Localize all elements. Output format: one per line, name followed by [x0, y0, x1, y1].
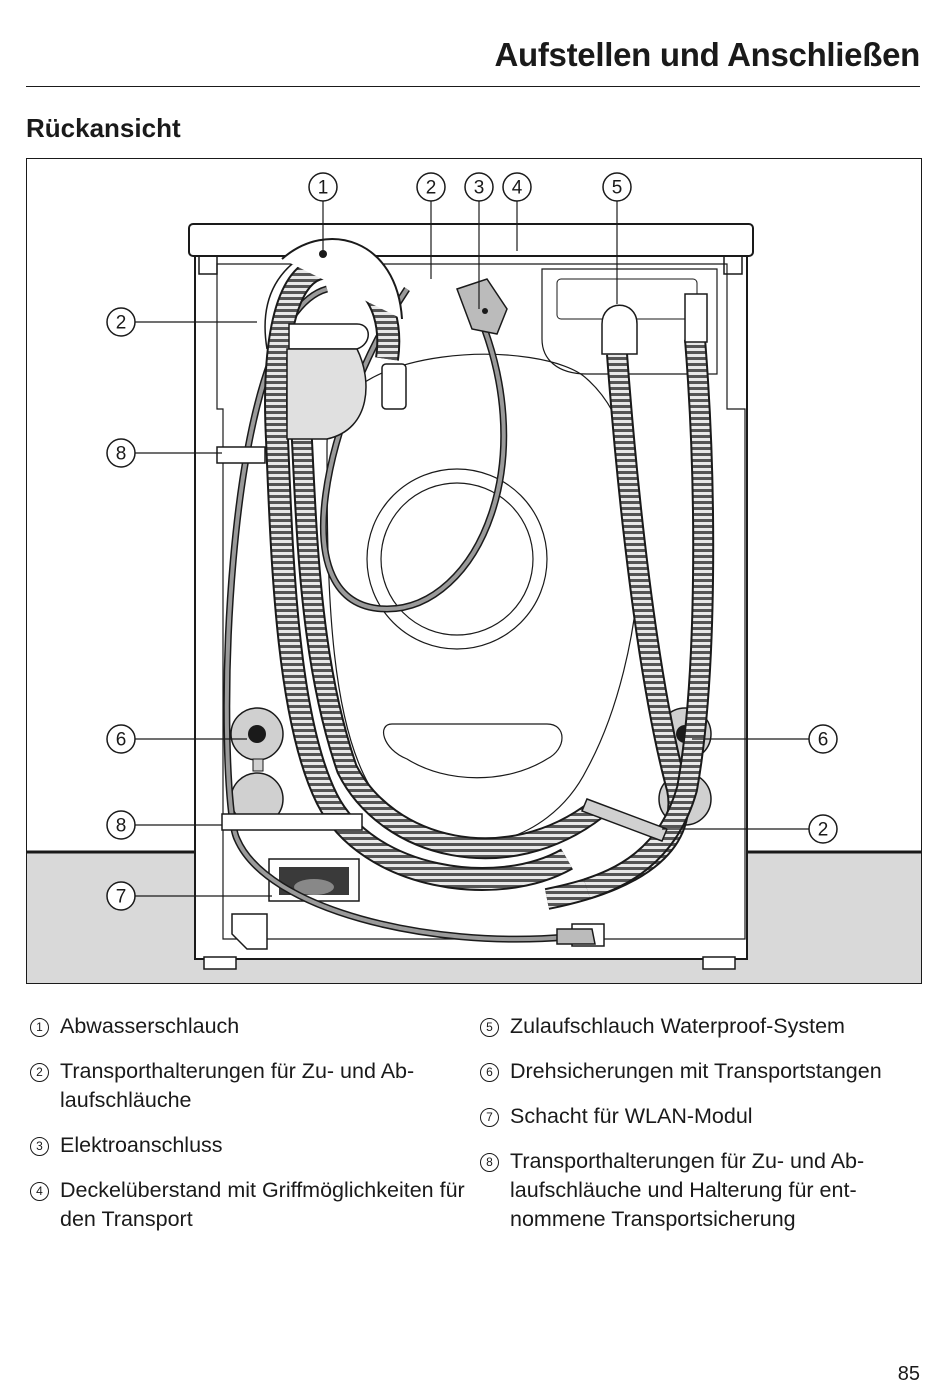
foot-left [203, 956, 237, 970]
callout-2-right: 2 [818, 820, 829, 841]
header-divider [26, 86, 920, 87]
legend-text: Zulaufschlauch Waterproof-System [510, 1014, 845, 1038]
callout-2-left: 2 [116, 313, 127, 334]
washing-machine-rear-illustration: 1 2 3 4 5 2 8 6 8 7 6 2 [27, 172, 921, 983]
legend-text: Drehsicherungen mit Transportstan­gen [510, 1059, 882, 1083]
legend-number: 5 [480, 1018, 499, 1037]
legend-text: Elektroanschluss [60, 1133, 223, 1157]
legend-number: 3 [30, 1137, 49, 1156]
callout-7: 7 [116, 887, 127, 908]
legend-number: 4 [30, 1182, 49, 1201]
callout-4: 4 [512, 178, 523, 199]
legend-number: 7 [480, 1108, 499, 1127]
inlet-hose-waterproof [544, 293, 715, 910]
page-number: 85 [897, 1363, 920, 1385]
legend-text: Transporthalterungen für Zu- und Ab­lauf… [60, 1059, 415, 1112]
legend-number: 1 [30, 1018, 49, 1037]
legend-text: Abwasserschlauch [60, 1014, 240, 1038]
legend-number: 2 [30, 1063, 49, 1082]
legend-item-1: 1 Abwasserschlauch [30, 1012, 465, 1041]
legend-item-2: 2 Transporthalterungen für Zu- und Ab­la… [30, 1057, 465, 1115]
legend-item-6: 6 Drehsicherungen mit Transportstan­gen [480, 1057, 915, 1086]
drain-pump [286, 323, 369, 440]
transport-lock-left [230, 707, 284, 826]
legend-text: Schacht für WLAN-Modul [510, 1104, 753, 1128]
callout-6-right: 6 [818, 730, 829, 751]
callout-3: 3 [474, 178, 485, 199]
legend-number: 6 [480, 1063, 499, 1082]
section-title: Rückansicht [26, 113, 181, 143]
callout-6-left: 6 [116, 730, 127, 751]
lid-overhang [188, 223, 754, 257]
legend-item-4: 4 Deckelüberstand mit Griffmöglichkei­te… [30, 1176, 465, 1234]
callout-5: 5 [612, 178, 623, 199]
legend-column-left: 1 Abwasserschlauch 2 Transporthalterunge… [30, 1012, 465, 1250]
legend-text: Deckelüberstand mit Griffmöglichkei­ten … [60, 1178, 465, 1231]
chapter-title: Aufstellen und Anschließen [494, 36, 920, 73]
mains-plug [456, 278, 508, 335]
legend-item-5: 5 Zulaufschlauch Waterproof-System [480, 1012, 915, 1041]
callout-2-top: 2 [426, 178, 437, 199]
drum-ring-inner [380, 482, 534, 636]
callout-8-lower: 8 [116, 816, 127, 837]
drum-ring-outer [366, 468, 548, 650]
legend-column-right: 5 Zulaufschlauch Waterproof-System 6 Dre… [480, 1012, 915, 1250]
legend-item-8: 8 Transporthalterungen für Zu- und Ab­la… [480, 1147, 915, 1234]
rear-view-figure: 1 2 3 4 5 2 8 6 8 7 6 2 [26, 158, 922, 984]
legend-item-3: 3 Elektroanschluss [30, 1131, 465, 1160]
wlan-module-slot [268, 858, 360, 902]
callout-8-upper: 8 [116, 444, 127, 465]
drain-hose [264, 238, 604, 891]
legend-text: Transporthalterungen für Zu- und Ab­lauf… [510, 1149, 865, 1231]
foot-right [702, 956, 736, 970]
callout-1: 1 [318, 178, 329, 199]
legend-item-7: 7 Schacht für WLAN-Modul [480, 1102, 915, 1131]
legend-number: 8 [480, 1153, 499, 1172]
